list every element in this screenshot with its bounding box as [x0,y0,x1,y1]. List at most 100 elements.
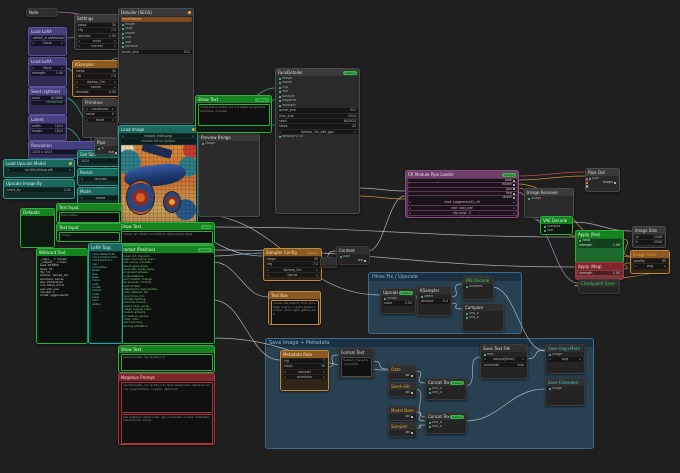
input-port[interactable] [586,178,589,181]
node-title-bar[interactable]: Model Name [389,407,416,414]
node-title-bar[interactable]: Resolution [29,142,99,149]
node-title-bar[interactable]: Load Upscale Model [4,160,74,167]
input-slot[interactable]: denoise 0.50 [278,135,358,139]
node-title-bar[interactable]: Defaults [21,209,54,216]
text-box[interactable]: mosaic tile artwork of an old steam engi… [270,300,319,324]
input-slot[interactable]: image [121,23,192,27]
input-slot[interactable]: vae [278,90,358,94]
widget-combo[interactable]: ◂vae: sdxl_vae▸ [407,205,517,211]
input-slot[interactable]: vae [121,41,192,45]
node-title-bar[interactable]: Load Image [119,126,197,133]
combo-left-arrow-icon[interactable]: ◂ [484,357,486,362]
input-slot[interactable]: model [278,81,358,85]
load-image-node[interactable]: Load Image◂mosaic_train.png▸choose file … [118,125,198,224]
combo-right-arrow-icon[interactable]: ▸ [323,369,325,374]
combo-left-arrow-icon[interactable]: ◂ [78,44,80,49]
combo-left-arrow-icon[interactable]: ◂ [284,374,286,379]
node-title-bar[interactable]: Load LoRA [29,58,66,65]
combo-right-arrow-icon[interactable]: ▸ [513,205,515,210]
node-title-bar[interactable]: VAE Decode [541,217,572,224]
widget-combo[interactable]: ◂sampler▸ [282,369,327,374]
widget-combo[interactable]: ◂output/[time]▸ [482,357,526,362]
text-box[interactable]: (worst quality, low quality:1.4) [120,354,213,371]
mode-badge[interactable]: Always [198,247,212,252]
combo-right-arrow-icon[interactable]: ▸ [513,200,515,205]
combo-right-arrow-icon[interactable]: ▸ [114,84,116,89]
node-title-bar[interactable]: Preview Bridge [199,134,259,141]
combo-right-arrow-icon[interactable]: ▸ [114,38,116,43]
node-title-bar[interactable]: VAE Decode [463,277,493,284]
input-slot[interactable]: pipe [588,177,618,181]
node-title-bar[interactable]: Image Size [633,227,665,234]
node-title-bar[interactable]: Metadata Rule [281,351,328,358]
node-title-bar[interactable]: Save Extended [546,379,584,386]
output-slot[interactable]: out [97,151,119,154]
text-box[interactable]: masterpiece mosaic art of a steam locomo… [197,104,270,126]
mode-badge[interactable]: Always [502,172,516,177]
widget-slider[interactable]: 1024 [79,159,122,164]
text-box[interactable]: (worst quality, low quality:1.4), text, … [120,382,213,413]
node-title-bar[interactable]: Sampler [389,423,416,430]
node-title-bar[interactable]: Text Input [57,204,121,211]
input-slot[interactable]: img_b [465,316,502,320]
output-slot[interactable]: model [407,183,517,187]
combo-right-arrow-icon[interactable]: ▸ [664,264,666,269]
combo-left-arrow-icon[interactable]: ◂ [409,216,411,217]
text-box[interactable]: %date%_%seed%_%model% [340,357,372,377]
combo-right-arrow-icon[interactable]: ▸ [69,168,71,172]
widget-combo[interactable]: ◂None▸ [30,41,65,46]
node-title-bar[interactable]: Seed→Str [389,383,416,390]
input-slot[interactable]: text_a [428,421,465,425]
combo-right-arrow-icon[interactable]: ▸ [579,357,581,362]
node-title-bar[interactable]: Save Text File [481,345,527,352]
widget-combo[interactable]: ◂4x-UltraSharp.pth▸ [5,168,73,173]
format-text-node[interactable]: Format Text%date%_%seed%_%model% [338,348,374,378]
defaults-node[interactable]: Defaults [20,208,55,248]
mode-badge[interactable]: Always [399,290,413,295]
combo-left-arrow-icon[interactable]: ◂ [7,168,9,172]
widget-combo[interactable]: ◂karras▸ [265,272,320,278]
node-title-bar[interactable]: Load LoRA [29,28,66,35]
input-port[interactable] [586,181,589,185]
checkpoint-save-node[interactable]: Checkpoint Save [578,279,620,294]
combo-right-arrow-icon[interactable]: ▸ [513,216,515,217]
input-slot[interactable]: text_b [428,391,465,395]
output-slot[interactable]: pos [407,187,517,191]
combo-right-arrow-icon[interactable]: ▸ [114,79,116,84]
input-slot[interactable]: vae [543,229,571,233]
combo-left-arrow-icon[interactable]: ◂ [32,41,34,46]
node-title-bar[interactable]: Seed (rgthree) [29,88,66,95]
reroute-dot-node[interactable] [320,257,337,268]
